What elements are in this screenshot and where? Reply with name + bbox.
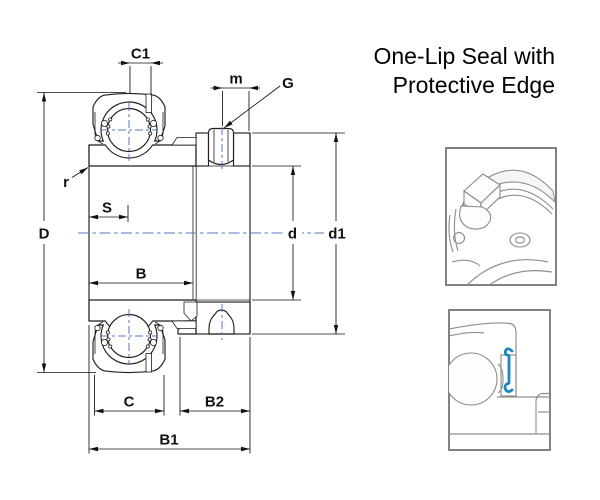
lube-hole-outer: [509, 232, 531, 248]
dim-r-leader: [71, 167, 89, 178]
seal-lip: [459, 205, 492, 230]
one-lip-seal-highlight: [503, 347, 514, 394]
seal-groove-top: [145, 93, 152, 113]
label-S: S: [102, 200, 112, 217]
dim-B: [89, 280, 193, 286]
dimension-labels: C1 m G r S D B d d1 C B2 B1: [33, 46, 349, 449]
title-line-1: One-Lip Seal with: [373, 43, 555, 69]
label-B1: B1: [159, 432, 178, 449]
title-line-2: Protective Edge: [392, 72, 555, 98]
eccentric-recess: [183, 301, 198, 322]
collar-step-edge-bottom: [171, 320, 197, 329]
dim-G-leader: [223, 85, 281, 129]
seal-top: [94, 93, 164, 145]
centerlines: [78, 103, 350, 364]
collar-step-edge-top: [171, 137, 197, 146]
detail-box-seal-3d: [445, 147, 557, 286]
dim-S: [89, 205, 129, 222]
outer-ring-profile: [449, 322, 517, 394]
dim-B1: [88, 325, 251, 454]
detail-box-seal-section: [448, 309, 551, 451]
label-C1: C1: [131, 46, 150, 63]
dimension-graphics: [37, 60, 345, 454]
label-D: D: [39, 226, 50, 243]
label-m: m: [229, 71, 242, 88]
label-d: d: [288, 226, 297, 243]
label-B2: B2: [205, 394, 224, 411]
lube-hole-inner: [514, 236, 526, 244]
collar-edge-detail: [535, 392, 550, 434]
label-C: C: [124, 394, 135, 411]
main-section-view: C1 m G r S D B d d1 C B2 B1: [33, 46, 350, 454]
dim-C: [94, 375, 165, 416]
label-r: r: [63, 174, 69, 191]
seal-bottom: [94, 321, 164, 373]
page-title: One-Lip Seal with Protective Edge: [373, 42, 555, 100]
dim-C1: [118, 60, 163, 95]
dim-B2: [179, 337, 250, 416]
set-screw-top: [207, 127, 235, 166]
label-B: B: [136, 266, 147, 283]
label-G: G: [282, 75, 294, 92]
seal-groove-bottom: [145, 353, 152, 373]
inner-ring-top: [88, 144, 197, 167]
ball-detail: [449, 352, 498, 406]
dim-m: [211, 85, 260, 131]
label-d1: d1: [328, 226, 346, 243]
